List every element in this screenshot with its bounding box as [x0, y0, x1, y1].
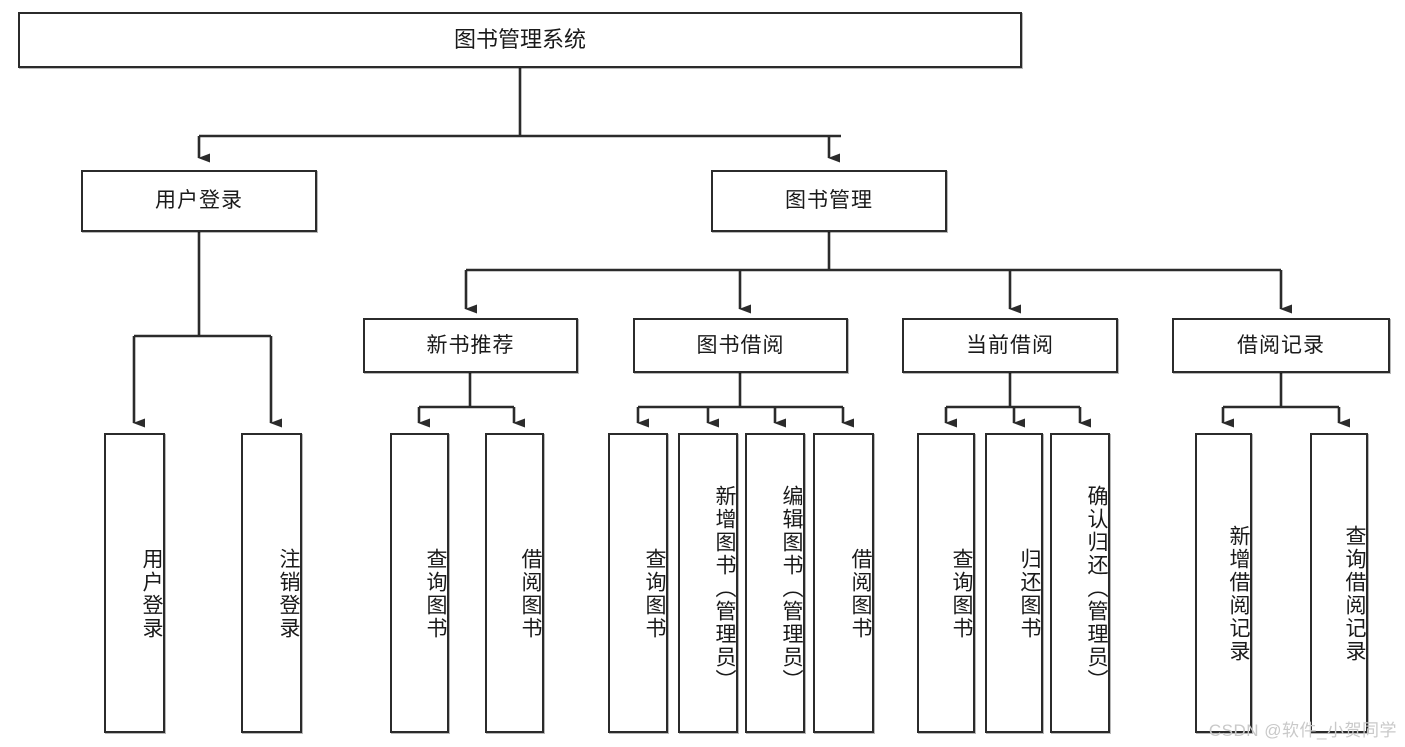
node-current-borrow[interactable]: 当前借阅 — [902, 318, 1118, 373]
leaf-confirm-return-admin[interactable]: 确认归还（管理员） — [1050, 433, 1110, 733]
node-label: 当前借阅 — [966, 333, 1054, 357]
node-label: 查询图书 — [643, 548, 666, 640]
node-label: 归还图书 — [1018, 548, 1041, 640]
node-label: 查询图书 — [424, 548, 447, 640]
node-label: 用户登录 — [140, 548, 163, 640]
leaf-query-book-borrow[interactable]: 查询图书 — [608, 433, 668, 733]
node-label: 查询借阅记录 — [1343, 525, 1366, 663]
leaf-logout[interactable]: 注销登录 — [241, 433, 302, 733]
leaf-query-book-newbook[interactable]: 查询图书 — [390, 433, 449, 733]
leaf-query-book-current[interactable]: 查询图书 — [917, 433, 975, 733]
node-label: 新增借阅记录 — [1227, 525, 1250, 663]
node-label: 新增图书（管理员） — [713, 484, 736, 692]
leaf-borrow-book[interactable]: 借阅图书 — [813, 433, 874, 733]
leaf-borrow-book-newbook[interactable]: 借阅图书 — [485, 433, 544, 733]
node-label: 借阅图书 — [519, 548, 542, 640]
watermark: CSDN @软件_小贺同学 — [1208, 721, 1397, 740]
node-book-borrow[interactable]: 图书借阅 — [633, 318, 848, 373]
node-user-login[interactable]: 用户登录 — [81, 170, 317, 232]
node-label: 查询图书 — [950, 548, 973, 640]
leaf-return-book[interactable]: 归还图书 — [985, 433, 1043, 733]
node-new-book-recommend[interactable]: 新书推荐 — [363, 318, 578, 373]
leaf-add-book-admin[interactable]: 新增图书（管理员） — [678, 433, 738, 733]
node-label: 借阅记录 — [1237, 333, 1325, 357]
leaf-add-borrow-record[interactable]: 新增借阅记录 — [1195, 433, 1252, 733]
node-label: 图书管理系统 — [453, 26, 586, 52]
leaf-user-login[interactable]: 用户登录 — [104, 433, 165, 733]
node-label: 用户登录 — [155, 189, 243, 213]
node-label: 确认归还（管理员） — [1085, 484, 1108, 692]
node-label: 新书推荐 — [426, 333, 515, 357]
leaf-query-borrow-record[interactable]: 查询借阅记录 — [1310, 433, 1368, 733]
leaf-edit-book-admin[interactable]: 编辑图书（管理员） — [745, 433, 805, 733]
node-label: 图书管理 — [785, 189, 873, 213]
node-label: 借阅图书 — [849, 548, 872, 640]
node-borrow-records[interactable]: 借阅记录 — [1172, 318, 1390, 373]
node-label: 编辑图书（管理员） — [780, 484, 803, 692]
node-book-management[interactable]: 图书管理 — [711, 170, 947, 232]
node-label: 图书借阅 — [696, 333, 785, 357]
node-root[interactable]: 图书管理系统 — [18, 12, 1022, 68]
node-label: 注销登录 — [277, 548, 300, 640]
